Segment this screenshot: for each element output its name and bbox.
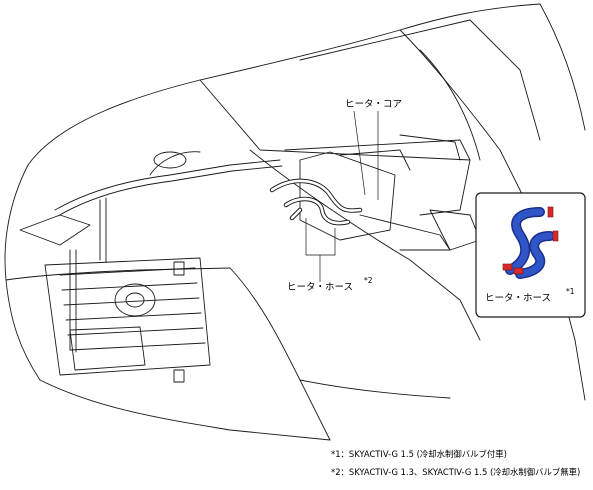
firewall <box>284 139 471 216</box>
heater-hose-main-mark: *2 <box>364 276 373 285</box>
inset-frame <box>475 192 586 318</box>
heater-core-label: ヒータ・コア <box>344 99 404 111</box>
compressor <box>114 283 156 317</box>
headlight-outline <box>19 214 91 246</box>
front-bumper <box>5 267 231 281</box>
windshield-edge <box>399 29 521 191</box>
leader-heater-hose-main <box>305 218 336 256</box>
footnote-1-text: ：SKYACTIV-G 1.5 (冷却水制御バルブ付車) <box>340 449 507 459</box>
radiator <box>44 257 211 376</box>
hood-outline <box>27 3 541 166</box>
heater-hose-inset-label: ヒータ・ホース <box>484 293 553 305</box>
ac-pipe <box>54 159 281 211</box>
footnote-2-mark: *2 <box>331 467 341 477</box>
a-pillar <box>469 19 541 141</box>
hose-clamps <box>502 206 559 275</box>
heater-hose-main-label: ヒータ・ホース <box>286 282 355 294</box>
footnote-1: *1：SKYACTIV-G 1.5 (冷却水制御バルブ付車) <box>331 449 507 460</box>
footnote-1-mark: *1 <box>331 449 341 459</box>
heater-core-body <box>299 151 396 241</box>
heater-hose-inset-mark: *1 <box>566 287 575 296</box>
heater-hose-inset-drawing <box>505 207 555 279</box>
footnote-2: *2：SKYACTIV-G 1.3、SKYACTIV-G 1.5 (冷却水制御バ… <box>331 467 580 478</box>
footnote-2-text: ：SKYACTIV-G 1.3、SKYACTIV-G 1.5 (冷却水制御バルブ… <box>340 467 581 477</box>
fender-left <box>4 164 41 381</box>
